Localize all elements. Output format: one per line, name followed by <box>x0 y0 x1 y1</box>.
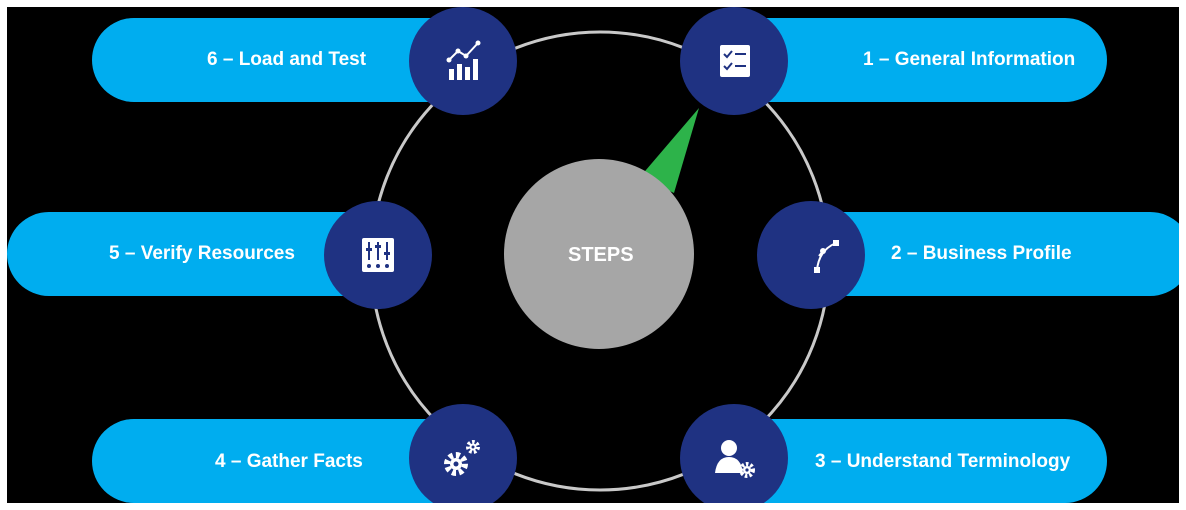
pill-step-5[interactable] <box>7 212 407 296</box>
pill-step-6[interactable] <box>92 18 492 102</box>
checklist-icon <box>720 45 750 77</box>
node-step-2[interactable] <box>757 201 865 309</box>
center-circle <box>504 159 694 349</box>
step-6-label: 6 – Load and Test <box>207 49 367 70</box>
step-3-label: 3 – Understand Terminology <box>815 451 1071 472</box>
pill-step-2[interactable] <box>802 212 1179 296</box>
pill-step-1[interactable] <box>717 18 1107 102</box>
bar-chart-trend-icon <box>446 40 481 80</box>
pointer-needle <box>640 108 699 193</box>
node-step-6[interactable] <box>409 7 517 115</box>
sliders-icon <box>362 238 394 272</box>
step-5-label: 5 – Verify Resources <box>109 243 295 264</box>
diagram-graphics <box>7 7 1179 503</box>
center-title: STEPS <box>568 244 634 266</box>
step-2-label: 2 – Business Profile <box>891 243 1072 264</box>
step-4-label: 4 – Gather Facts <box>215 451 363 472</box>
steps-diagram: 6 – Load and Test 1 – General Informatio… <box>7 7 1179 503</box>
pill-step-4[interactable] <box>92 419 492 503</box>
path-nodes-icon <box>814 240 839 273</box>
node-step-4[interactable] <box>409 404 517 503</box>
pill-step-3[interactable] <box>717 419 1107 503</box>
step-1-label: 1 – General Information <box>863 49 1076 70</box>
person-gear-icon <box>715 440 755 478</box>
gears-icon <box>444 440 480 476</box>
